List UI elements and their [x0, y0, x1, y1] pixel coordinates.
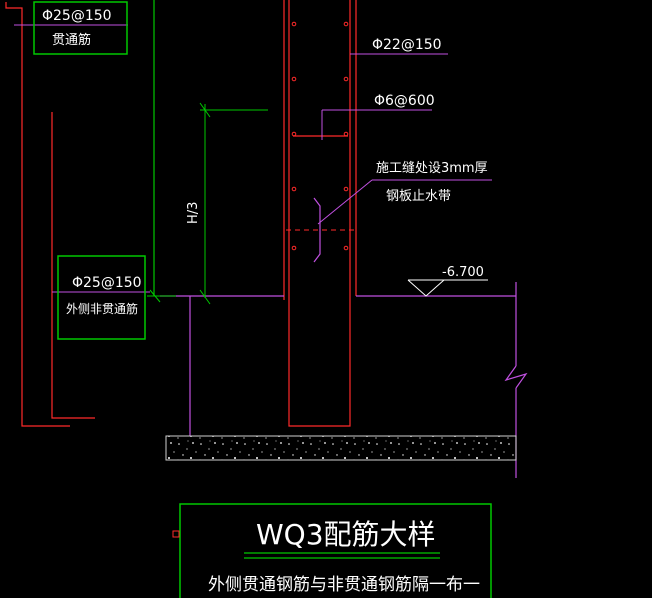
steel-waterstop — [313, 197, 321, 263]
left-rebar-box — [57, 255, 146, 340]
tie-rebar-label: Φ6@600 — [374, 93, 435, 109]
left-outer-rebar — [5, 2, 95, 427]
leaders — [14, 24, 492, 293]
top-rebar-name: 贯通筋 — [52, 32, 91, 48]
left-rebar-spec: Φ25@150 — [72, 275, 142, 291]
waterstop-label-line1: 施工缝处设3mm厚 — [376, 161, 488, 176]
subtitle-text: 外侧贯通钢筋与非贯通钢筋隔一布一 — [208, 575, 480, 595]
dimension-h3 — [147, 102, 268, 305]
wall-rebar-dots — [291, 21, 349, 251]
wall-rebar-cage — [283, 0, 357, 427]
elevation-label: -6.700 — [442, 265, 484, 280]
slab-outline — [160, 282, 528, 478]
dimension-label: H/3 — [186, 202, 201, 224]
concrete-blinding — [165, 435, 517, 461]
elevation-marker — [407, 279, 488, 297]
top-rebar-box — [33, 1, 128, 55]
waterstop-label-line2: 钢板止水带 — [386, 189, 451, 204]
top-rebar-spec: Φ25@150 — [42, 8, 112, 24]
title-frame — [179, 503, 492, 598]
title-grip — [172, 530, 180, 538]
left-rebar-name: 外侧非贯通筋 — [66, 301, 138, 316]
vert-rebar-label: Φ22@150 — [372, 37, 442, 53]
title-text: WQ3配筋大样 — [256, 518, 436, 551]
